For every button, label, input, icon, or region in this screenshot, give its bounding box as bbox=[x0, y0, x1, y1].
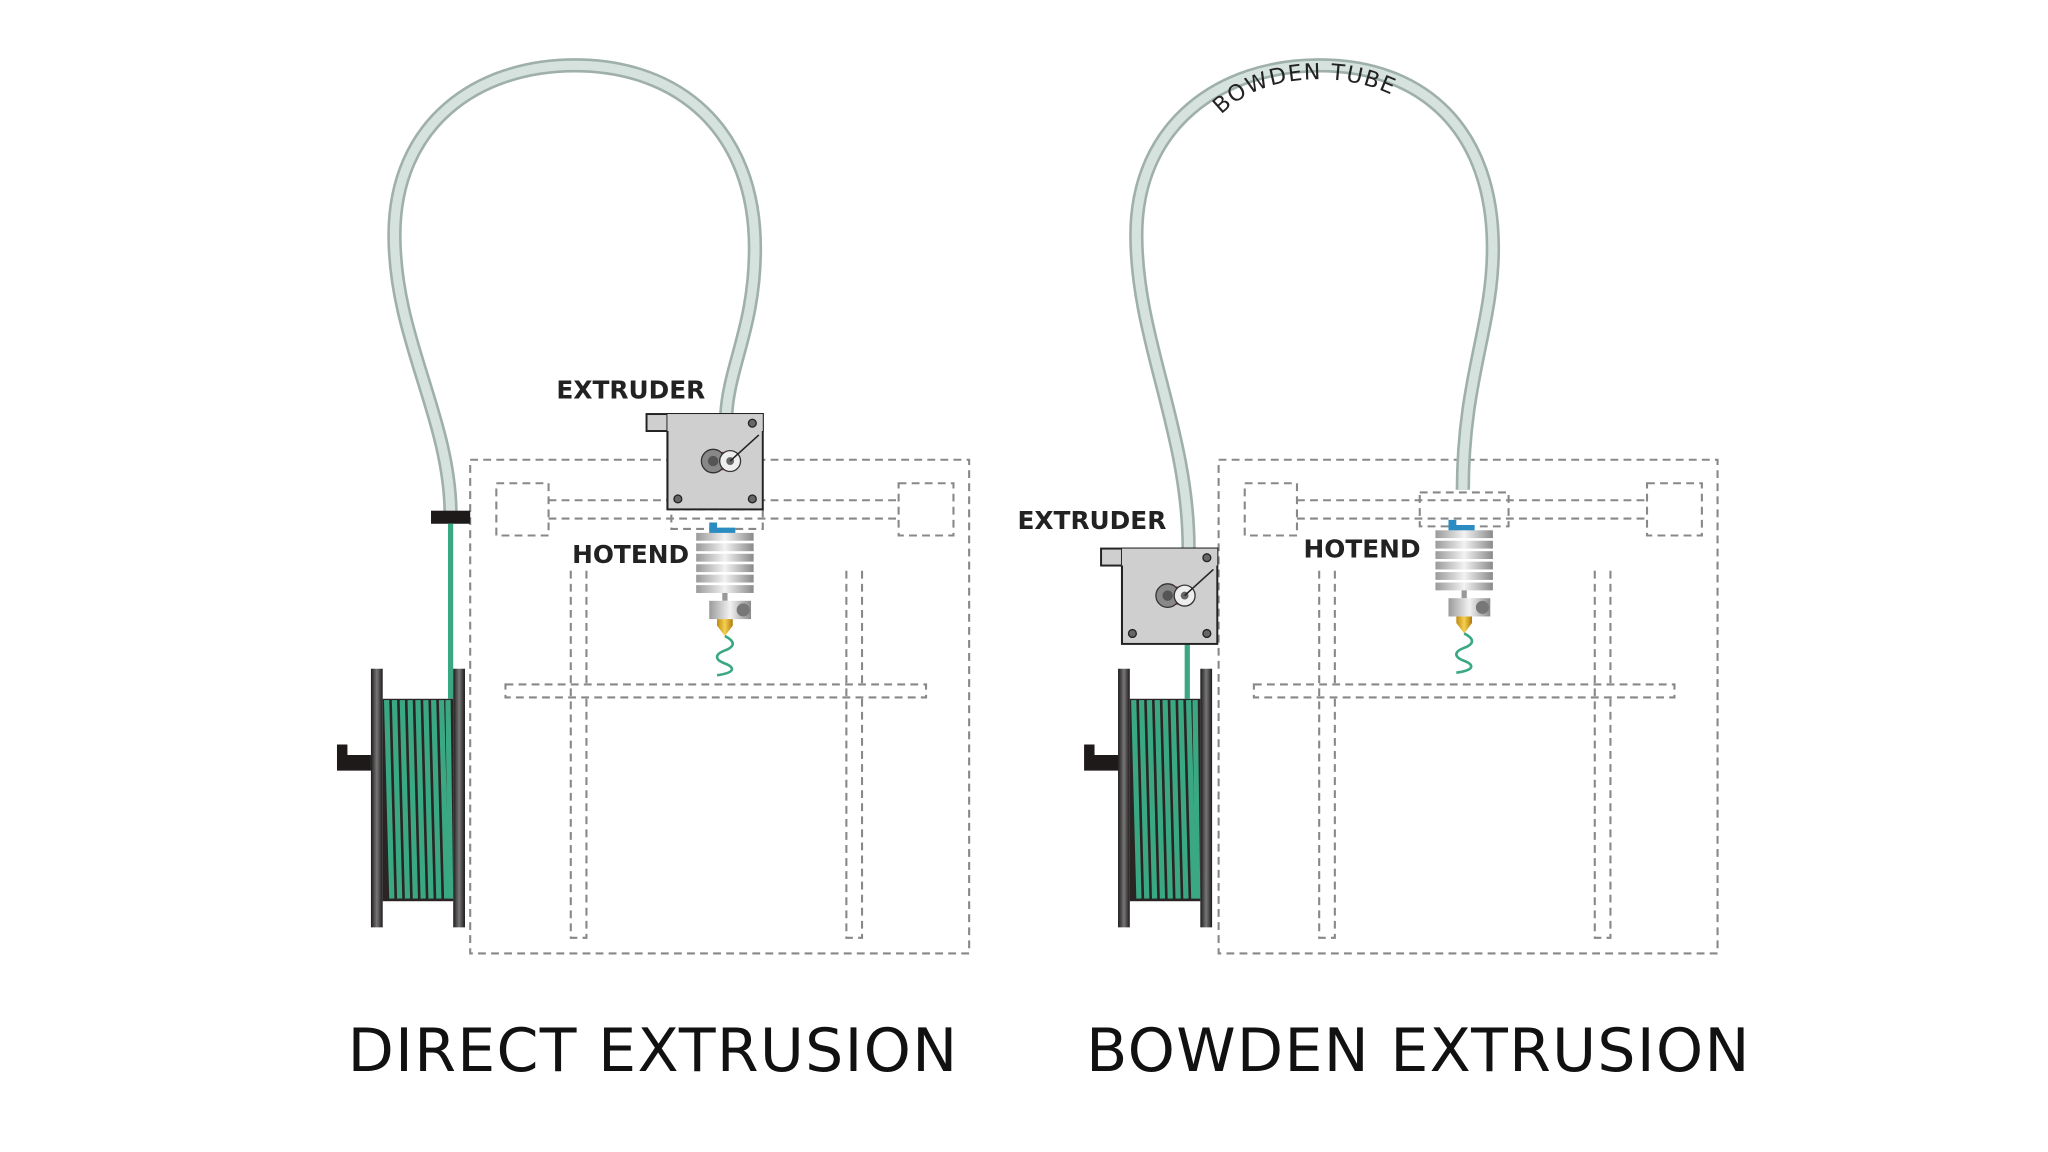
tube-highlight bbox=[389, 60, 760, 516]
direct-extrusion-title: DIRECT EXTRUSION bbox=[348, 1016, 959, 1086]
extruder bbox=[645, 413, 764, 511]
bowden-tube-label: BOWDEN TUBE bbox=[1208, 59, 1400, 119]
tube-highlight bbox=[1131, 60, 1498, 549]
bowden-extrusion-diagram: BOWDEN TUBE EXTRUDER HOTEND BOWDEN EXTRU… bbox=[1017, 58, 1751, 1086]
filament-spool bbox=[337, 669, 465, 928]
bowden-tube-label-text: BOWDEN TUBE bbox=[1208, 59, 1399, 119]
extruder-label: EXTRUDER bbox=[556, 375, 705, 404]
bowden-tube bbox=[1129, 58, 1501, 549]
extruder-label: EXTRUDER bbox=[1017, 506, 1166, 535]
hotend-label: HOTEND bbox=[572, 540, 689, 569]
bowden-extrusion-title: BOWDEN EXTRUSION bbox=[1086, 1016, 1751, 1086]
direct-extrusion-diagram: EXTRUDER HOTEND DIRECT EXTRUSION bbox=[337, 58, 971, 1086]
hotend bbox=[694, 521, 755, 677]
hotend-mount bbox=[1418, 491, 1510, 528]
hotend bbox=[1434, 518, 1495, 674]
extruder bbox=[1100, 547, 1219, 645]
hotend-label: HOTEND bbox=[1304, 535, 1421, 564]
filament-spool bbox=[1084, 669, 1212, 928]
tube-clip bbox=[431, 510, 471, 524]
